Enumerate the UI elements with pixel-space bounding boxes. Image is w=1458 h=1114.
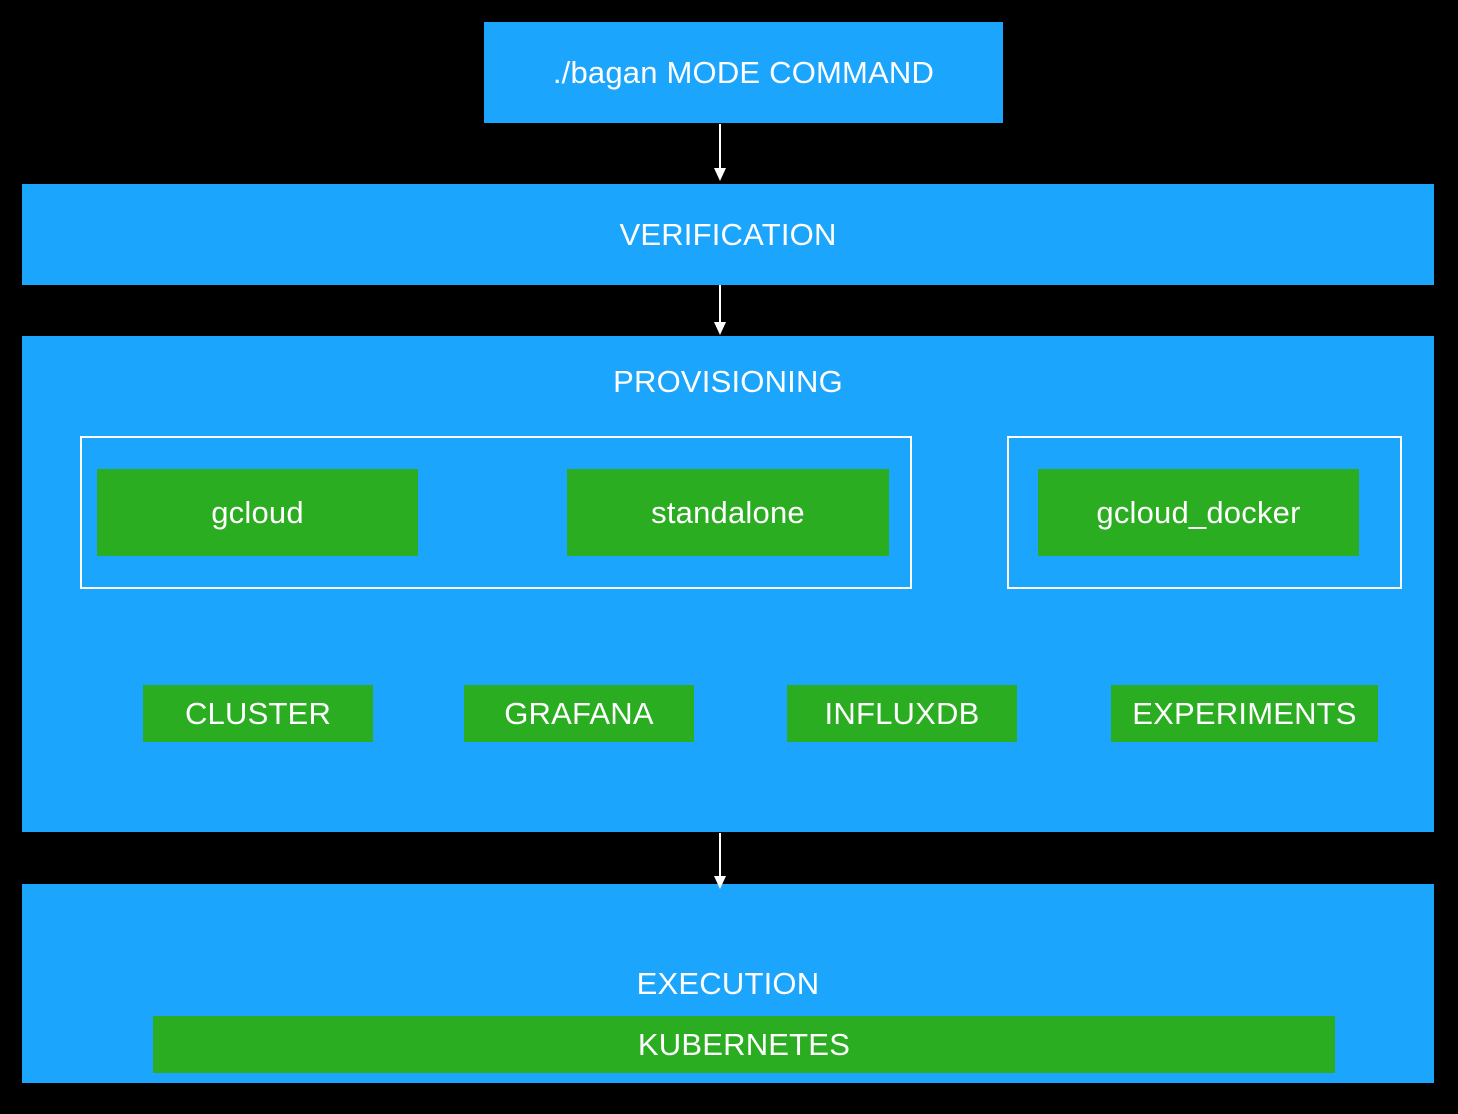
- component-influxdb: INFLUXDB: [787, 685, 1017, 742]
- component-experiments: EXPERIMENTS: [1111, 685, 1378, 742]
- execution-stage: EXECUTION KUBERNETES: [22, 884, 1434, 1083]
- component-experiments-label: EXPERIMENTS: [1132, 695, 1357, 731]
- execution-label: EXECUTION: [636, 966, 820, 1001]
- provisioning-label: PROVISIONING: [613, 364, 843, 399]
- mode-group-primary: [80, 436, 912, 589]
- arrow-command-to-verification: [714, 124, 726, 181]
- mode-standalone-label: standalone: [651, 494, 805, 530]
- verification-label: VERIFICATION: [619, 216, 837, 252]
- arrow-provisioning-to-execution: [714, 833, 726, 889]
- command-box: ./bagan MODE COMMAND: [484, 22, 1003, 123]
- mode-gcloud-docker-label: gcloud_docker: [1096, 494, 1301, 530]
- component-cluster: CLUSTER: [143, 685, 373, 742]
- mode-group-docker: [1007, 436, 1402, 589]
- verification-stage: VERIFICATION: [22, 184, 1434, 285]
- component-influxdb-label: INFLUXDB: [824, 695, 980, 731]
- mode-gcloud-label: gcloud: [211, 494, 304, 530]
- platform-kubernetes-label: KUBERNETES: [637, 1026, 851, 1062]
- mode-gcloud: gcloud: [97, 469, 418, 556]
- component-grafana-label: GRAFANA: [504, 695, 654, 731]
- component-grafana: GRAFANA: [464, 685, 694, 742]
- arrow-verification-to-provisioning: [714, 285, 726, 335]
- component-cluster-label: CLUSTER: [184, 695, 332, 731]
- command-label: ./bagan MODE COMMAND: [552, 54, 935, 90]
- mode-gcloud-docker: gcloud_docker: [1038, 469, 1359, 556]
- mode-standalone: standalone: [567, 469, 889, 556]
- platform-kubernetes: KUBERNETES: [153, 1016, 1335, 1073]
- provisioning-stage: PROVISIONING gcloud standalone gcloud_do…: [22, 336, 1434, 832]
